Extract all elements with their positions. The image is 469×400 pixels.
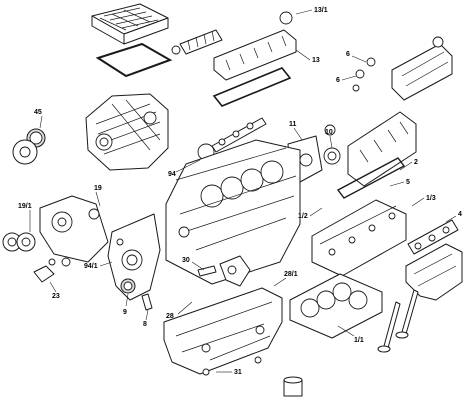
valves xyxy=(377,289,419,353)
callouts: 13/1 13 6 6 45 11 10 94 2 5 19 19/1 1/2 … xyxy=(18,7,462,376)
coolant-pipe xyxy=(171,29,223,55)
callout-1-1: 1/1 xyxy=(354,337,364,344)
leader-lines xyxy=(29,9,457,373)
crank-pulley xyxy=(2,232,36,252)
callout-31: 31 xyxy=(234,369,242,376)
callout-13: 13 xyxy=(312,57,320,64)
engine-block xyxy=(165,139,301,285)
callout-6-bottom: 6 xyxy=(336,77,340,84)
front-seal-ring xyxy=(26,128,46,148)
head-gasket-main xyxy=(289,273,383,339)
callout-19-1: 19/1 xyxy=(18,203,32,210)
timing-cover-main xyxy=(107,213,161,301)
supercharger-assembly xyxy=(85,93,169,171)
callout-11: 11 xyxy=(289,121,297,128)
bolt-8 xyxy=(141,293,153,311)
callout-1-2: 1/2 xyxy=(298,213,308,220)
thermostat-23 xyxy=(33,257,71,283)
callout-5: 5 xyxy=(406,179,410,186)
callout-13-1: 13/1 xyxy=(314,7,328,14)
callout-45: 45 xyxy=(34,109,42,116)
callout-8: 8 xyxy=(143,321,147,328)
valve-cover-right xyxy=(352,36,453,101)
seal-9 xyxy=(120,278,136,294)
cylinder-head-right xyxy=(324,111,417,187)
callout-2: 2 xyxy=(414,159,418,166)
cover-gasket xyxy=(95,42,173,78)
callout-28-1: 28/1 xyxy=(284,271,298,278)
callout-30: 30 xyxy=(182,257,190,264)
callout-9: 9 xyxy=(123,309,127,316)
callout-19: 19 xyxy=(94,185,102,192)
callout-94: 94 xyxy=(168,171,176,178)
exhaust-gasket xyxy=(407,219,459,255)
water-pump xyxy=(39,195,109,263)
callout-1-3: 1/3 xyxy=(426,195,436,202)
valve-cover-left xyxy=(213,11,297,81)
head-gasket-right xyxy=(336,157,406,199)
supercharger-cover xyxy=(91,3,169,45)
exhaust-manifold xyxy=(405,243,463,301)
callout-94-1: 94/1 xyxy=(84,263,98,270)
cylinder-head-left xyxy=(311,199,407,277)
callout-6-top: 6 xyxy=(346,51,350,58)
callout-4: 4 xyxy=(458,211,462,218)
callout-28: 28 xyxy=(166,313,174,320)
pulley-45 xyxy=(12,139,38,165)
valve-cover-gasket-left xyxy=(212,67,292,107)
oil-pickup xyxy=(197,255,251,287)
oil-filter xyxy=(283,376,303,397)
callout-23: 23 xyxy=(52,293,60,300)
drain-plug-31 xyxy=(202,356,262,376)
callout-10: 10 xyxy=(325,129,333,136)
oil-pan xyxy=(163,287,283,375)
